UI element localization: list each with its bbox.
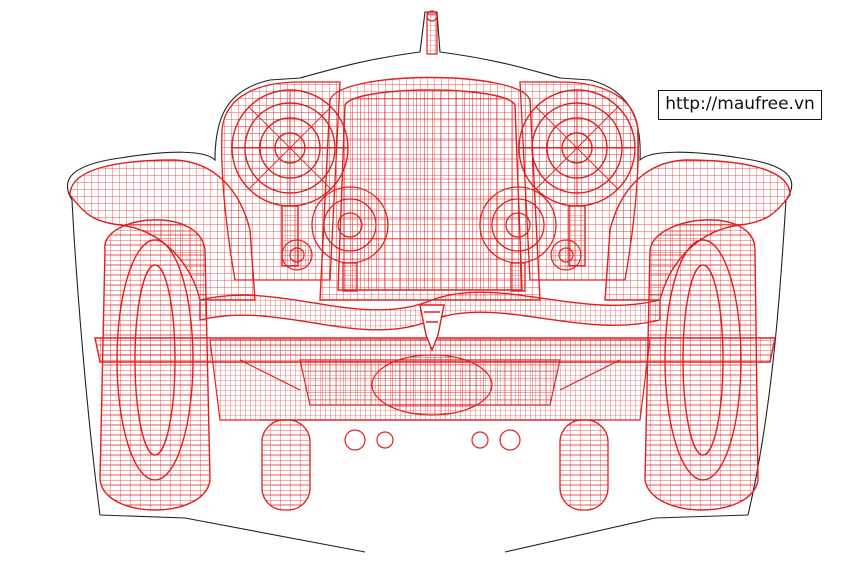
left-headlamp bbox=[231, 89, 349, 267]
right-front-wheel bbox=[644, 219, 759, 511]
hood-ornament bbox=[426, 10, 438, 55]
left-rear-wheel bbox=[261, 419, 311, 511]
silhouette-outline bbox=[67, 11, 793, 553]
left-marker-lamp bbox=[281, 239, 313, 271]
left-front-wheel bbox=[99, 219, 211, 511]
right-rear-wheel bbox=[559, 419, 609, 511]
right-fog-lamp bbox=[479, 186, 557, 292]
right-marker-lamp bbox=[550, 239, 582, 271]
watermark-url: http://maufree.vn bbox=[658, 90, 822, 120]
center-emblem bbox=[419, 304, 445, 352]
left-fog-lamp bbox=[311, 186, 389, 292]
